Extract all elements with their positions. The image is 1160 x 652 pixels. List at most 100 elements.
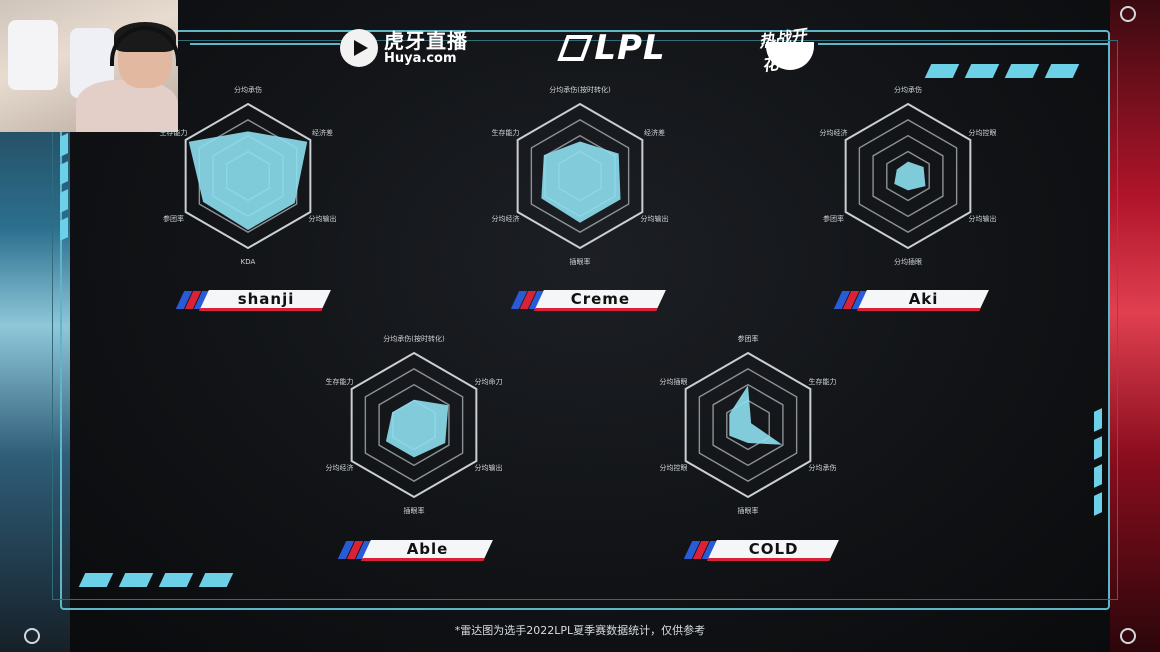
radar-axis-label: 插眼率: [569, 258, 591, 266]
radar-ring-1: [698, 368, 798, 482]
show-logo: 热战开花: [757, 22, 820, 75]
radar-axis-label: 分均承伤: [234, 86, 262, 94]
radar-svg: [184, 102, 312, 250]
radar-ring-2: [378, 383, 450, 467]
radar-axis-label: 分均承伤(按时转化): [549, 86, 611, 94]
player-name: Creme: [570, 289, 631, 308]
player-nameplate-able: Able: [337, 539, 493, 561]
radar-axis-label: 分均输出: [640, 215, 669, 223]
lpl-mark-icon: [557, 35, 594, 61]
header-logos: 虎牙直播 Huya.com LPL 热战开花: [340, 20, 820, 76]
player-name-box: shanji: [199, 289, 331, 311]
radar-ring-1: [364, 368, 464, 482]
player-name-box: Aki: [857, 289, 989, 311]
radar-axis-label: 分均控眼: [659, 464, 688, 472]
radar-axis-label: 参团率: [823, 215, 845, 223]
radar-svg: [516, 102, 644, 250]
huya-url: Huya.com: [384, 50, 457, 66]
radar-axis-label: 分均插眼: [894, 258, 922, 266]
radar-ring-1: [858, 119, 958, 233]
radar-svg: [350, 351, 478, 499]
radar-axis-label: 经济差: [643, 129, 665, 137]
radar-svg: [844, 102, 972, 250]
radar-data-area: [894, 161, 926, 191]
radar-axis-label: 分均命刀: [474, 378, 503, 386]
radar-axis-label: 分均控眼: [968, 129, 997, 137]
radar-chart-aki: [832, 100, 984, 252]
radar-axis-label: 经济差: [311, 129, 333, 137]
radar-axis-label: 生存能力: [491, 129, 520, 137]
radar-axis-label: 插眼率: [403, 507, 425, 515]
radar-ring-2: [872, 134, 944, 218]
radar-axis-label: 分均承伤: [894, 86, 922, 94]
radar-axis-label: 分均承伤: [808, 464, 837, 472]
lpl-text: LPL: [594, 28, 666, 68]
radar-axis-label: 插眼率: [737, 507, 759, 515]
player-name-box: COLD: [707, 539, 839, 561]
deco-stripes-bottom-left: [78, 573, 234, 587]
player-name: Able: [406, 539, 449, 558]
radar-axis-label: 分均输出: [968, 215, 997, 223]
right-side-art: [1110, 0, 1160, 652]
show-logo-text: 热战开花: [757, 25, 808, 75]
radar-axis-label: 分均插眼: [659, 378, 688, 386]
huya-name: 虎牙直播: [384, 28, 468, 53]
webcam-chair: [8, 20, 58, 90]
radar-ring-0: [516, 102, 644, 250]
radar-chart-shanji: [172, 100, 324, 252]
player-name-box: Able: [361, 539, 493, 561]
radar-data-area: [188, 131, 308, 230]
radar-ring-0: [184, 102, 312, 250]
player-name: COLD: [748, 539, 799, 558]
radar-axis-label: 分均经济: [491, 215, 520, 223]
content-frame: [60, 30, 1110, 610]
player-name: Aki: [908, 289, 939, 308]
lpl-logo: LPL: [557, 28, 666, 68]
player-nameplate-cold: COLD: [683, 539, 839, 561]
corner-knob-bottom-right: [1120, 628, 1136, 644]
radar-axis-label: 参团率: [163, 215, 185, 223]
deco-stripes-left: [60, 133, 68, 241]
radar-axis-label: 分均输出: [308, 215, 337, 223]
player-name-box: Creme: [534, 289, 666, 311]
player-nameplate-creme: Creme: [510, 289, 666, 311]
radar-ring-0: [350, 351, 478, 499]
radar-axis-label: 分均经济: [819, 129, 848, 137]
radar-data-area: [729, 385, 783, 445]
radar-chart-creme: [504, 100, 656, 252]
radar-ring-3: [726, 399, 770, 451]
header-line-left: [190, 43, 340, 45]
radar-ring-3: [886, 150, 930, 202]
radar-ring-2: [712, 383, 784, 467]
radar-axis-label: 分均承伤(按时转化): [383, 335, 445, 343]
radar-axis-label: 分均输出: [474, 464, 503, 472]
huya-logo: 虎牙直播 Huya.com: [340, 29, 468, 67]
header-line-right: [818, 43, 1108, 45]
radar-chart-able: [338, 349, 490, 501]
radar-data-area: [541, 141, 621, 223]
deco-stripes-top-right: [924, 64, 1080, 78]
radar-axis-label: 生存能力: [159, 129, 188, 137]
corner-knob-bottom-left: [24, 628, 40, 644]
radar-chart-cold: [672, 349, 824, 501]
radar-ring-1: [530, 119, 630, 233]
deco-stripes-right: [1094, 408, 1102, 516]
corner-knob-top-right: [1120, 6, 1136, 22]
radar-axis-label: 生存能力: [808, 378, 837, 386]
headset-icon: [110, 26, 178, 66]
radar-ring-0: [684, 351, 812, 499]
radar-data-area: [385, 399, 449, 458]
player-nameplate-shanji: shanji: [175, 289, 331, 311]
huya-play-icon: [340, 29, 378, 67]
player-name: shanji: [237, 289, 295, 308]
radar-axis-label: KDA: [240, 258, 256, 266]
radar-axis-label: 分均经济: [325, 464, 354, 472]
webcam-overlay: [0, 0, 178, 132]
player-nameplate-aki: Aki: [833, 289, 989, 311]
radar-ring-0: [844, 102, 972, 250]
radar-axis-label: 参团率: [737, 335, 759, 343]
radar-svg: [684, 351, 812, 499]
footer-note: *雷达图为选手2022LPL夏季赛数据统计，仅供参考: [454, 624, 706, 637]
webcam-streamer-body: [76, 80, 178, 132]
radar-axis-label: 生存能力: [325, 378, 354, 386]
